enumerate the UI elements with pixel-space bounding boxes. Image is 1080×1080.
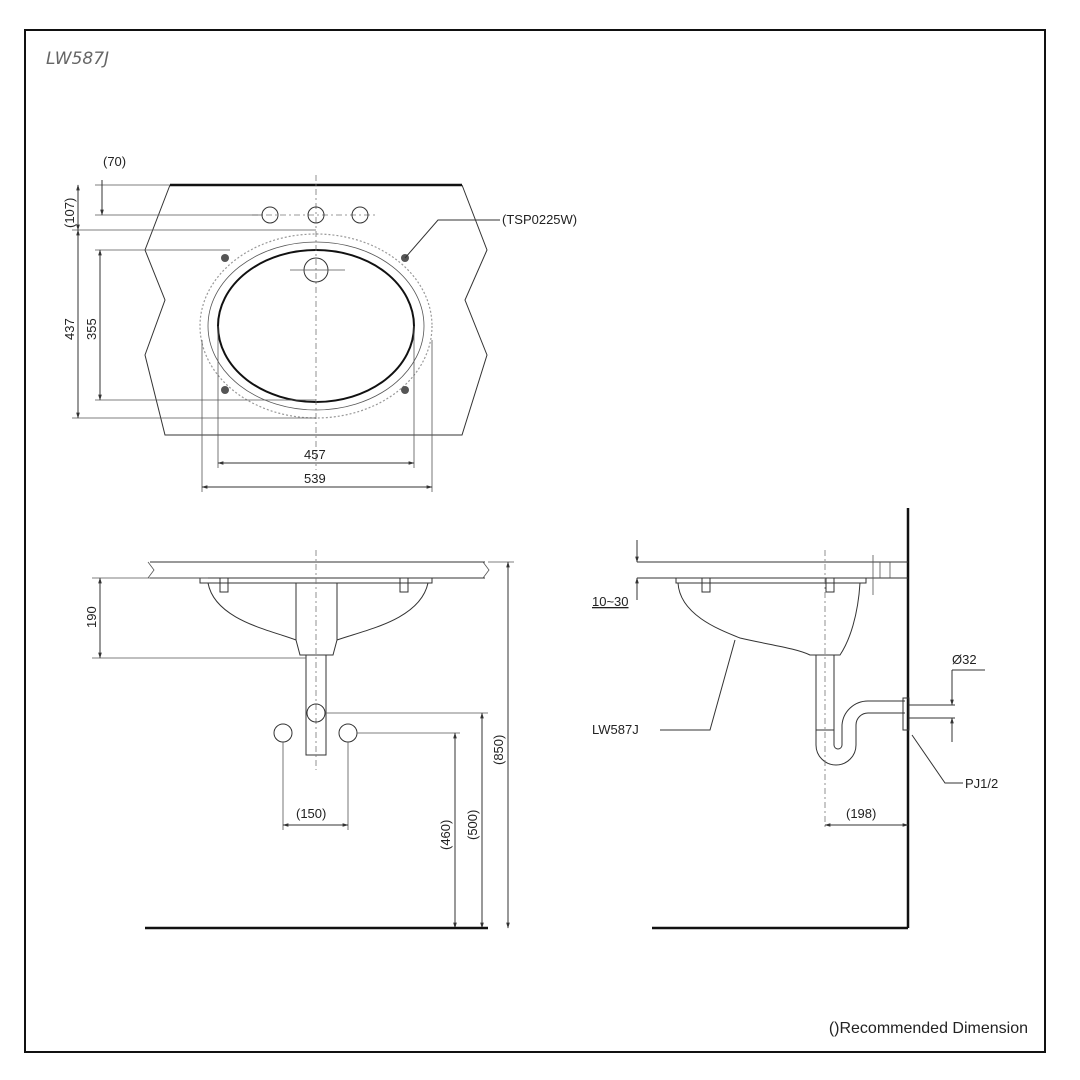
dim-500: (500) (465, 810, 480, 840)
basin-rim (199, 233, 433, 419)
dim-460: (460) (438, 820, 453, 850)
dim-457: 457 (304, 447, 326, 462)
supply-valve-icon (273, 723, 293, 743)
dim-10-30: 10~30 (592, 594, 629, 609)
valve-model-label: PJ1/2 (965, 776, 998, 791)
dim-198: (198) (846, 806, 876, 821)
basin-model-label: LW587J (592, 722, 639, 737)
dim-355: 355 (84, 318, 99, 340)
basin-profile (207, 582, 429, 656)
dim-850: (850) (491, 735, 506, 765)
dim-437: 437 (62, 318, 77, 340)
side-view: 10~30 LW587J Ø32 PJ1/2 (198) (592, 508, 998, 930)
dim-diameter-32: Ø32 (952, 652, 977, 667)
dim-107: (107) (62, 198, 77, 228)
dim-190: 190 (84, 606, 99, 628)
dim-539: 539 (304, 471, 326, 486)
supply-valve-icon (338, 723, 358, 743)
top-view: (70) (107) 437 355 457 539 (TSP0225W) (62, 154, 577, 492)
basin-profile (677, 582, 861, 656)
faucet-model-label: (TSP0225W) (502, 212, 577, 227)
dim-70: (70) (103, 154, 126, 169)
drawing-frame (24, 29, 1046, 1053)
faucet-hole-icon (351, 206, 369, 224)
dim-150: (150) (296, 806, 326, 821)
faucet-hole-icon (307, 206, 325, 224)
model-title: LW587J (46, 49, 109, 69)
countertop-outline (144, 184, 488, 436)
mounting-bolts (221, 254, 409, 394)
p-trap-icon (815, 700, 905, 766)
recommended-dimension-note: ()Recommended Dimension (829, 1020, 1028, 1037)
front-view: 190 (150) (460) (500) (850) (84, 550, 514, 930)
